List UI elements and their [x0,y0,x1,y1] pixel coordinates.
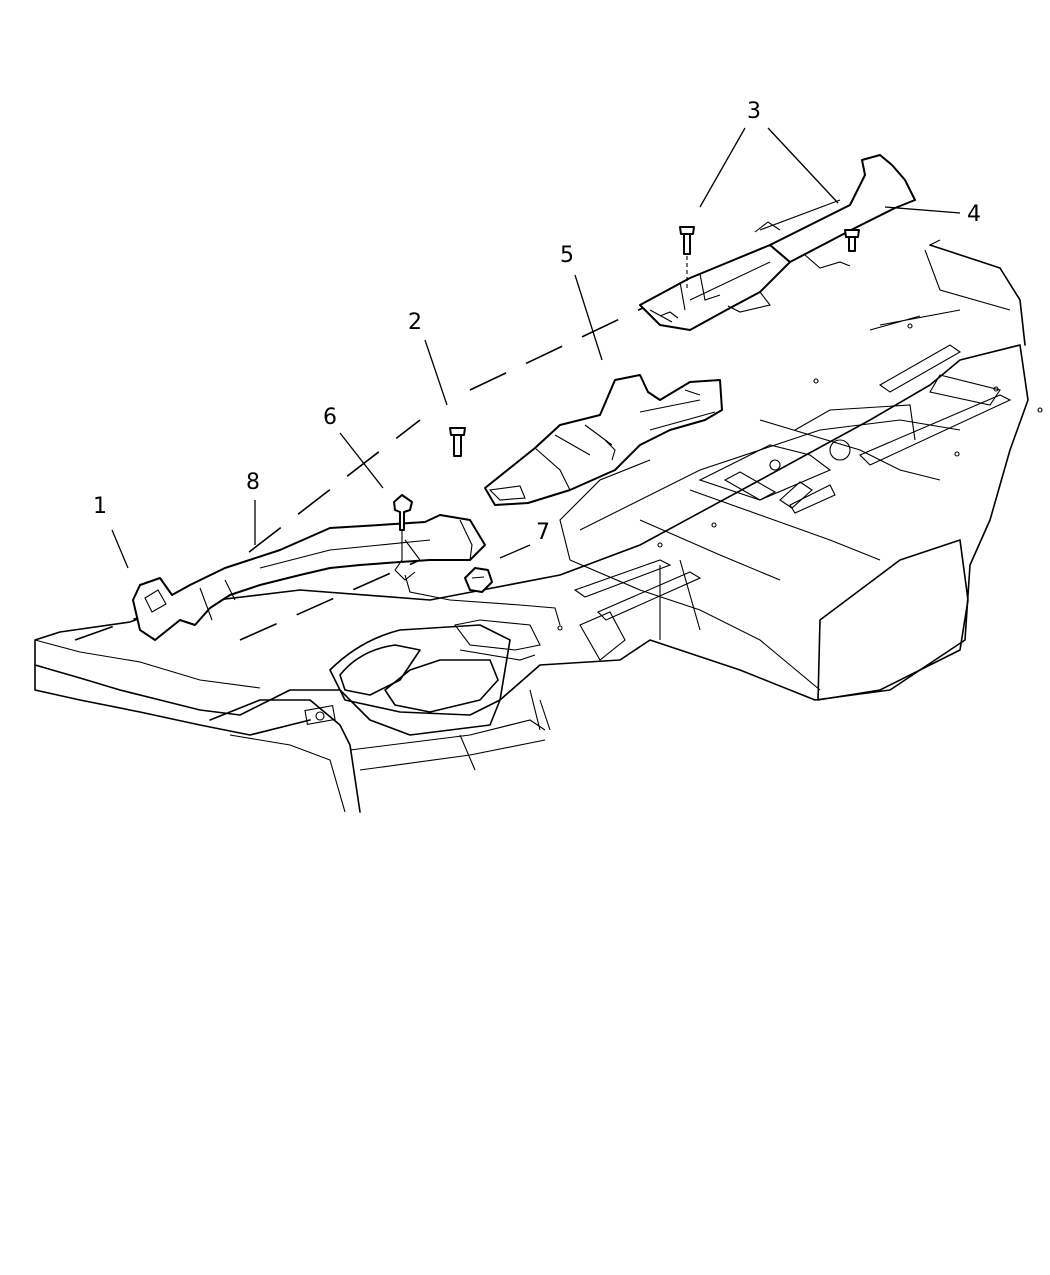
part-8-front-duct [132,514,486,641]
part-2-screw [449,427,466,457]
callout-6: 6 [323,405,337,430]
callout-5: 5 [560,243,574,268]
part-4-rear-duct [639,154,916,331]
part-5-center-duct [484,374,723,506]
callout-4: 4 [967,202,981,227]
callout-3: 3 [747,99,761,124]
floor-pan [34,239,1043,813]
callout-1: 1 [93,494,107,519]
part-3-screws [679,226,860,290]
callout-7: 7 [536,520,550,545]
leader-lines [111,127,961,569]
part-7-clip [464,567,493,593]
callout-8: 8 [246,470,260,495]
part-6-push-pin [393,494,561,626]
callout-2: 2 [408,310,422,335]
